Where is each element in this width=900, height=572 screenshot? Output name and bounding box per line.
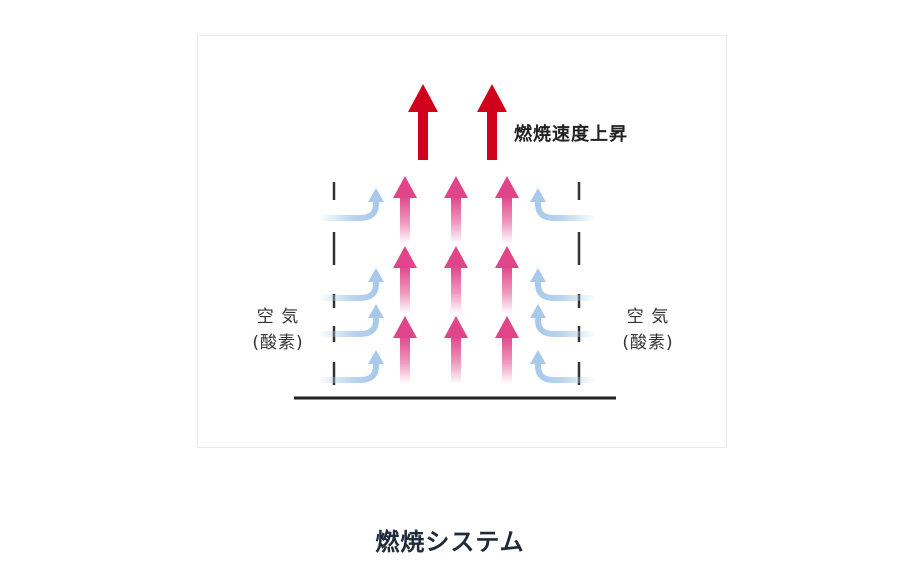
- speed-arrow-1: [408, 84, 438, 160]
- air-arrow-left-1: [315, 188, 384, 221]
- air-arrow-right-2: [530, 268, 599, 301]
- air-arrows-right: [530, 188, 599, 383]
- air-arrow-left-4: [315, 350, 384, 383]
- flame-arrow-3: [495, 176, 519, 244]
- air-arrows-left: [315, 188, 384, 383]
- air-arrow-right-1: [530, 188, 599, 221]
- flame-arrow-2: [444, 176, 468, 244]
- diagram-frame: [197, 35, 727, 448]
- flame-arrow-5: [444, 246, 468, 314]
- flame-arrow-6: [495, 246, 519, 314]
- air-label-right-line1: 空 気: [626, 307, 670, 327]
- air-label-right-line2: (酸素): [622, 333, 674, 353]
- flame-arrow-7: [393, 316, 417, 384]
- flame-arrow-8: [444, 316, 468, 384]
- air-arrow-right-4: [530, 350, 599, 383]
- air-arrow-left-2: [315, 268, 384, 301]
- flame-arrow-9: [495, 316, 519, 384]
- flame-arrow-1: [393, 176, 417, 244]
- air-label-right: 空 気 (酸素): [608, 304, 688, 356]
- air-label-left: 空 気 (酸素): [238, 304, 318, 356]
- air-label-left-line2: (酸素): [252, 333, 304, 353]
- speed-label: 燃焼速度上昇: [514, 124, 628, 145]
- air-arrow-right-3: [530, 304, 599, 337]
- air-label-left-line1: 空 気: [256, 307, 300, 327]
- air-arrow-left-3: [315, 304, 384, 337]
- caption: 燃焼システム: [375, 528, 525, 556]
- speed-arrow-2: [477, 84, 507, 160]
- flame-arrow-4: [393, 246, 417, 314]
- flame-arrows: [393, 176, 519, 384]
